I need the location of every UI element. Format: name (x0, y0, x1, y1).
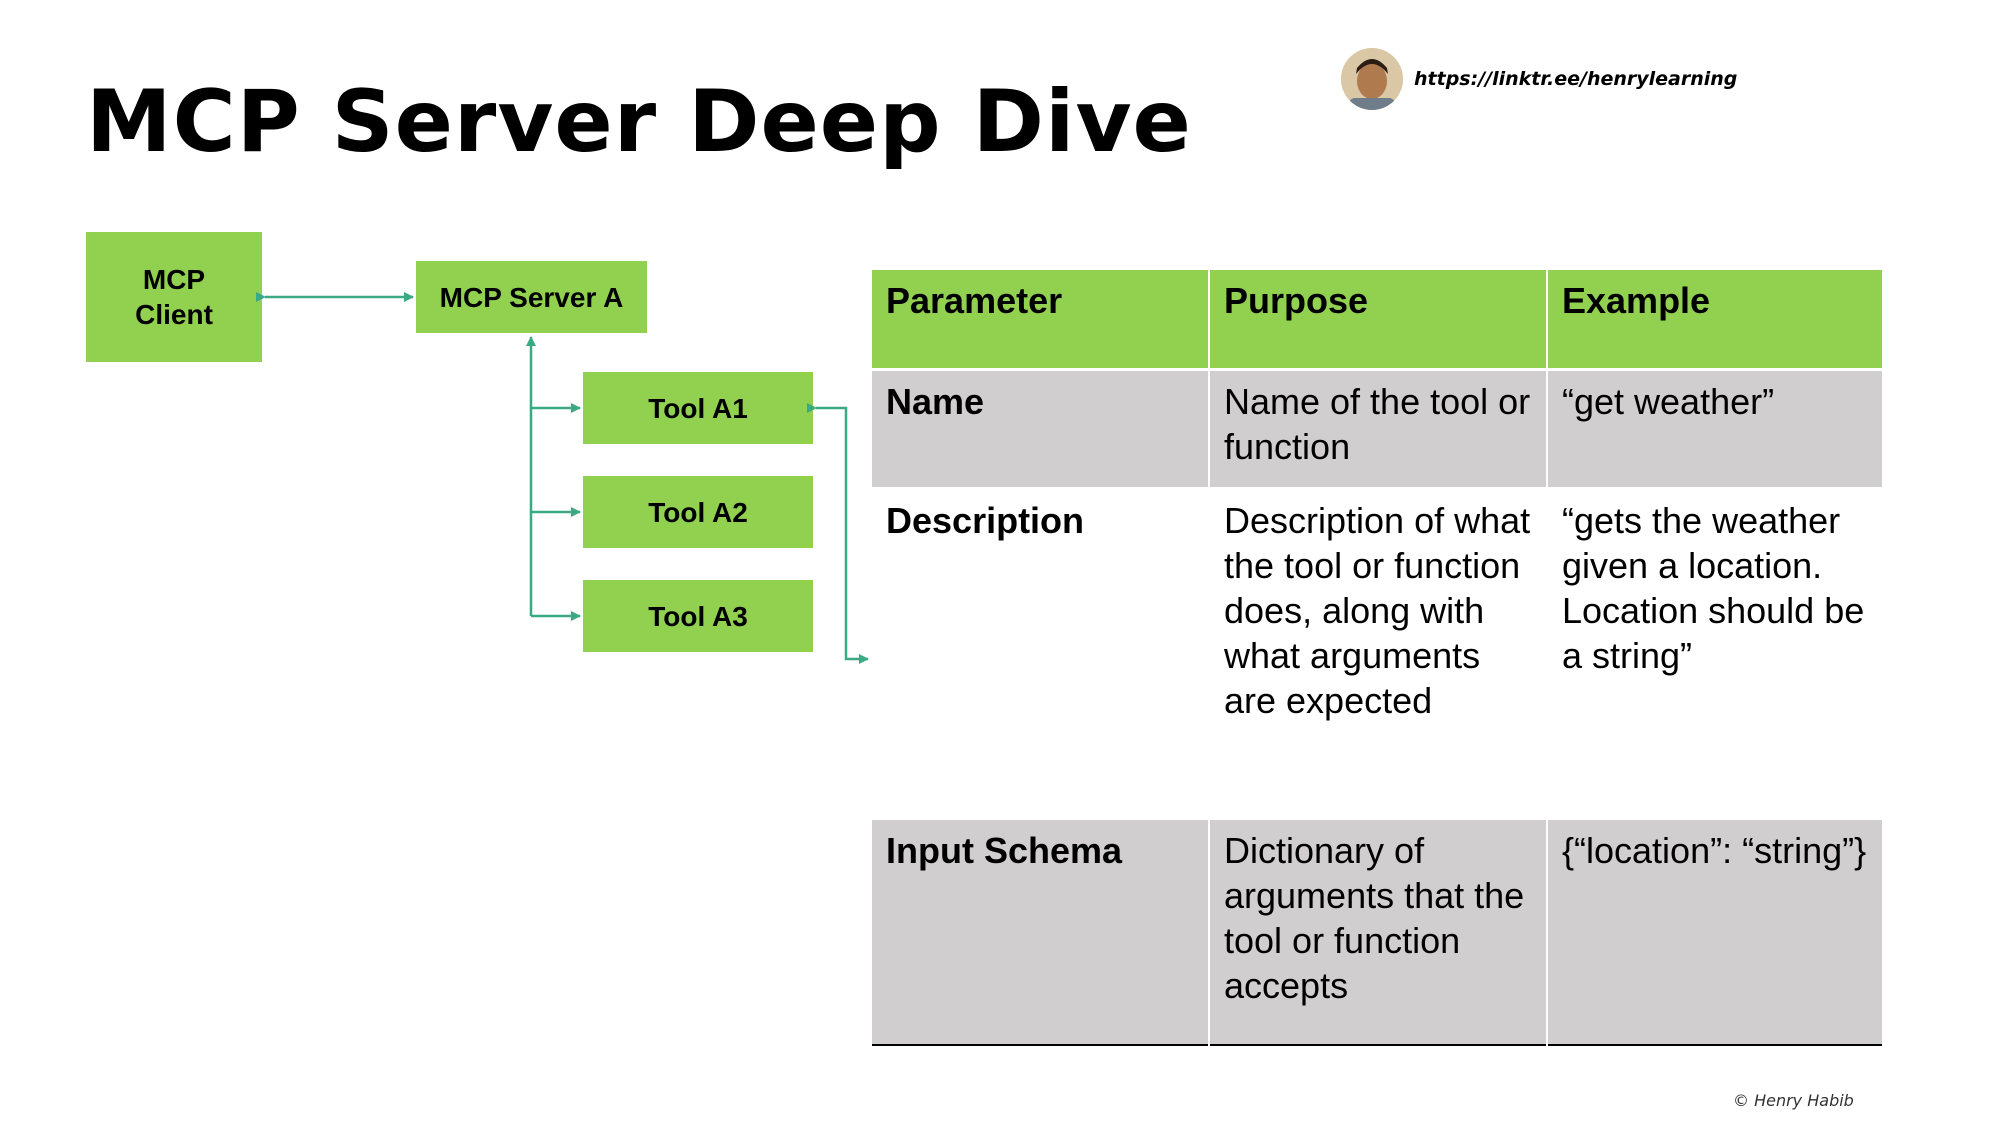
tool-box: Tool A2 (583, 476, 813, 548)
copyright-notice: © Henry Habib (1733, 1091, 1854, 1110)
cell-example: “get weather” (1546, 368, 1884, 489)
tool-box: Tool A3 (583, 580, 813, 652)
header-purpose: Purpose (1208, 267, 1548, 370)
mcp-server-label: MCP Server A (439, 281, 624, 313)
cell-parameter: Input Schema (870, 817, 1210, 1045)
profile-link[interactable]: https://linktr.ee/henrylearning (1414, 68, 1738, 90)
tool-label: Tool A1 (648, 392, 748, 424)
tool-table-arrow (807, 403, 869, 664)
tool-label: Tool A3 (648, 600, 748, 632)
author-avatar (1341, 48, 1403, 110)
cell-parameter: Description (870, 487, 1210, 819)
cell-purpose: Name of the tool or function (1208, 368, 1548, 489)
tool-box: Tool A1 (583, 372, 813, 444)
cell-purpose: Dictionary of arguments that the tool or… (1208, 817, 1548, 1045)
mcp-server-box: MCP Server A (416, 261, 647, 333)
cell-example: “gets the weather given a location. Loca… (1546, 487, 1884, 819)
header-example: Example (1546, 267, 1884, 370)
header-parameter: Parameter (870, 267, 1210, 370)
tool-label: Tool A2 (648, 496, 748, 528)
cell-example: {“location”: “string”} (1546, 817, 1884, 1045)
table-row: Description Description of what the tool… (870, 487, 1884, 819)
table-header-row: Parameter Purpose Example (870, 267, 1884, 370)
table-row: Name Name of the tool or function “get w… (870, 368, 1884, 489)
parameter-table: Parameter Purpose Example Name Name of t… (870, 267, 1884, 1046)
mcp-client-box: MCP Client (86, 232, 262, 362)
table-row: Input Schema Dictionary of arguments tha… (870, 817, 1884, 1045)
page-title: MCP Server Deep Dive (86, 72, 1192, 172)
cell-parameter: Name (870, 368, 1210, 489)
cell-purpose: Description of what the tool or function… (1208, 487, 1548, 819)
mcp-client-label: MCP Client (135, 264, 213, 330)
